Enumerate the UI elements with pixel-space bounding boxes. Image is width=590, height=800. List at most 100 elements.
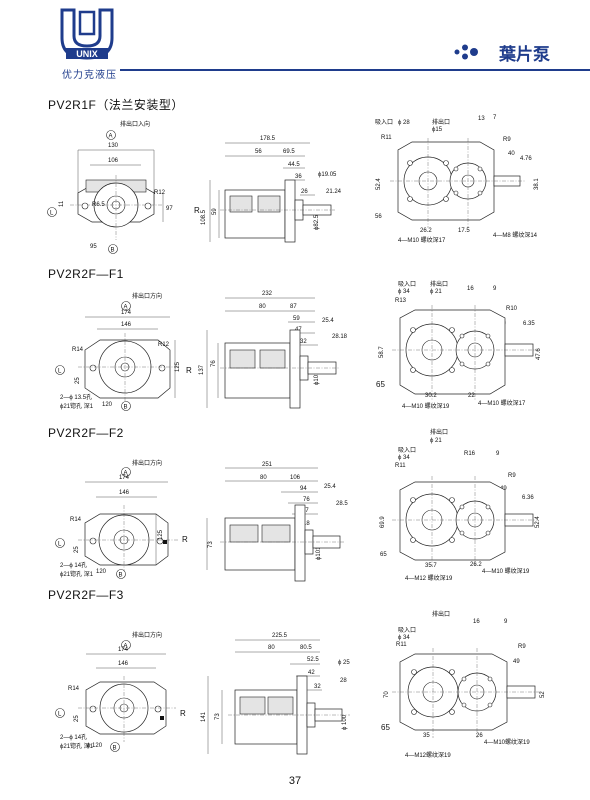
svg-text:106: 106 [108,158,119,164]
svg-text:76: 76 [211,360,217,367]
svg-text:94: 94 [300,486,307,492]
model-title: PV2R2F—F2 [48,426,124,440]
rear-view-1: 吸入口 ϕ 28 排出口 ϕ15 13 7 R11 R9 40 4.76 52.… [375,115,540,244]
svg-text:174: 174 [118,647,129,653]
svg-text:26: 26 [476,733,483,739]
svg-text:26.2: 26.2 [420,228,432,234]
svg-text:R: R [182,535,188,544]
svg-text:排出口: 排出口 [432,610,450,618]
svg-text:49: 49 [513,659,520,665]
svg-text:R11: R11 [396,642,407,648]
svg-text:R9: R9 [503,137,511,143]
svg-text:ϕ21锪孔 深1: ϕ21锪孔 深1 [60,402,94,410]
front-view-3: 排出口方向 A 174 146 R14 125 25 L 2—ϕ 14孔 ϕ21… [55,459,178,579]
svg-text:120: 120 [96,569,107,575]
svg-text:ϕ 25: ϕ 25 [338,660,350,666]
svg-text:56: 56 [375,214,382,220]
svg-text:26: 26 [301,189,308,195]
svg-text:146: 146 [119,490,130,496]
svg-text:吸入口: 吸入口 [375,119,393,126]
svg-text:69.9: 69.9 [380,516,386,528]
svg-text:87: 87 [290,304,297,310]
svg-text:42: 42 [308,670,315,676]
svg-text:ϕ15: ϕ15 [432,127,443,133]
rear-view-2: 吸入口 ϕ 34 排出口 ϕ 21 16 9 R13 R10 49 6.35 5… [376,280,542,410]
svg-text:ϕ19.05: ϕ19.05 [318,172,337,178]
svg-text:125: 125 [175,361,181,372]
svg-text:21.24: 21.24 [326,189,342,195]
technical-drawings: 排出口入向 A 130 106 R6.5 R12 97 11 L 95 B 17… [47,115,546,759]
svg-text:174: 174 [121,310,132,316]
svg-text:R13: R13 [395,298,407,304]
svg-text:R10: R10 [506,306,518,312]
svg-text:70: 70 [384,691,390,698]
svg-text:52.4: 52.4 [535,516,541,528]
svg-text:排出口: 排出口 [430,428,448,436]
svg-text:R16: R16 [464,451,476,457]
svg-text:ϕ 21: ϕ 21 [430,289,442,295]
svg-text:67: 67 [302,508,309,514]
side-view-3: 251 80 106 94 76 67 50.8 25.4 28.5 ϕ101.… [182,462,348,582]
svg-text:17.5: 17.5 [458,228,470,234]
rear-view-3: 排出口 ϕ 21 吸入口 ϕ 34 R16 9 R11 R9 49 6.36 6… [380,428,541,582]
svg-text:吸入口: 吸入口 [398,447,416,454]
svg-text:56: 56 [255,149,262,155]
svg-text:ϕ 34: ϕ 34 [398,635,410,641]
svg-text:65: 65 [381,723,390,732]
unix-logo-icon: UNIX [60,8,114,60]
svg-text:65: 65 [380,552,387,558]
svg-text:ϕ21锪孔 深1: ϕ21锪孔 深1 [60,570,94,578]
svg-text:25: 25 [74,546,80,553]
svg-text:6.36: 6.36 [522,495,534,501]
svg-text:36: 36 [295,174,302,180]
svg-text:97: 97 [166,206,173,212]
section-title: 葉片泵 [499,45,550,64]
model-title: PV2R2F—F1 [48,267,124,281]
svg-text:52: 52 [540,691,546,698]
svg-text:32: 32 [300,339,307,345]
side-view-2: 232 80 87 59 47 32 25.4 28.18 ϕ101.6 137… [186,291,348,409]
svg-text:73: 73 [215,713,221,720]
svg-text:L: L [58,712,62,718]
svg-text:16: 16 [473,619,480,625]
svg-text:4—M8 螺纹深14: 4—M8 螺纹深14 [493,231,538,239]
svg-text:174: 174 [119,475,130,481]
svg-text:ϕ 28: ϕ 28 [398,120,410,126]
svg-text:排出口: 排出口 [430,280,448,288]
svg-text:R: R [186,366,192,375]
svg-text:4—M10 螺纹深17: 4—M10 螺纹深17 [398,236,446,244]
svg-text:4—M10 螺纹深19: 4—M10 螺纹深19 [402,402,450,410]
front-view-1: 排出口入向 A 130 106 R6.5 R12 97 11 L 95 B [47,120,173,254]
brand-name: 优力克液压 [62,70,117,81]
svg-text:R14: R14 [72,347,84,353]
svg-text:28.5: 28.5 [336,501,348,507]
svg-text:76: 76 [303,497,310,503]
svg-text:28: 28 [340,678,347,684]
svg-text:R12: R12 [154,190,166,196]
page-number: 37 [288,775,302,787]
svg-text:排出口方向: 排出口方向 [132,631,162,639]
svg-text:35.7: 35.7 [425,563,437,569]
svg-text:4—M10螺纹深19: 4—M10螺纹深19 [484,738,530,746]
svg-text:ϕ 100: ϕ 100 [342,714,348,730]
svg-text:L: L [58,542,62,548]
svg-text:30.2: 30.2 [425,393,437,399]
svg-text:A: A [124,305,128,311]
svg-text:A: A [124,471,128,477]
svg-text:52.4: 52.4 [376,178,382,190]
svg-text:R9: R9 [508,473,516,479]
svg-text:排出口: 排出口 [432,118,450,126]
svg-text:25.4: 25.4 [324,484,336,490]
svg-text:108.5: 108.5 [201,209,207,225]
rear-view-4: 排出口 吸入口 ϕ 34 16 9 R11 R9 49 70 52 65 35 … [381,610,546,759]
svg-text:58.7: 58.7 [379,346,385,358]
svg-text:80: 80 [268,645,275,651]
svg-text:R9: R9 [518,644,526,650]
svg-text:65: 65 [376,380,385,389]
direction-label: 排出口入向 [120,120,150,128]
svg-text:146: 146 [118,661,129,667]
svg-text:9: 9 [496,451,500,457]
svg-text:25.4: 25.4 [322,318,334,324]
svg-text:59: 59 [212,208,218,215]
svg-text:120: 120 [102,402,113,408]
